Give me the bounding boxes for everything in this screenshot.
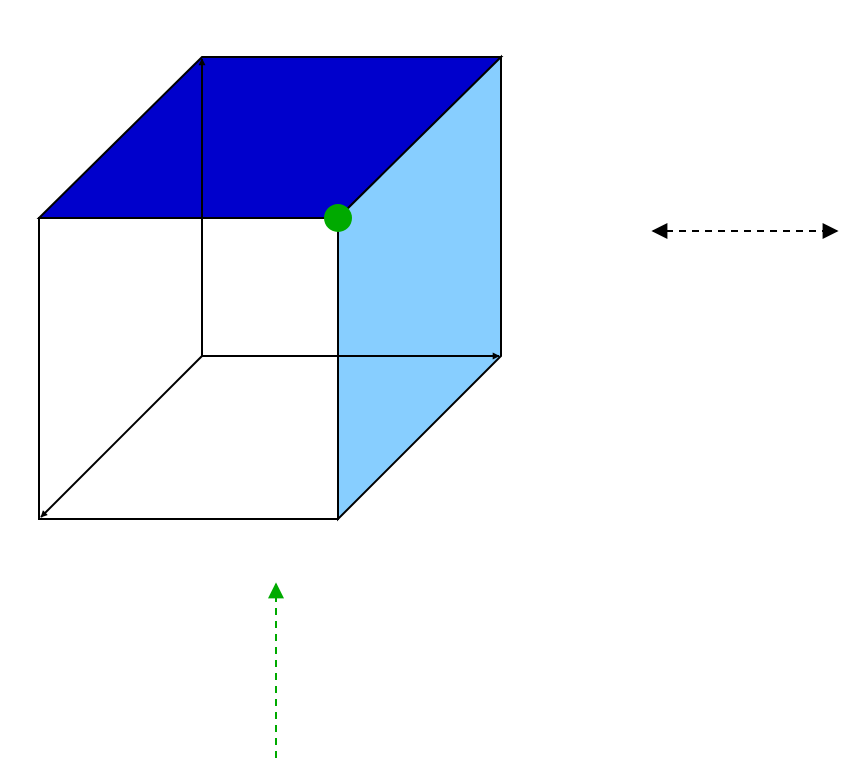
front-face xyxy=(38,217,339,520)
hidden-depth-axis-arrow xyxy=(40,355,203,518)
corner-marker-dot xyxy=(324,204,352,232)
